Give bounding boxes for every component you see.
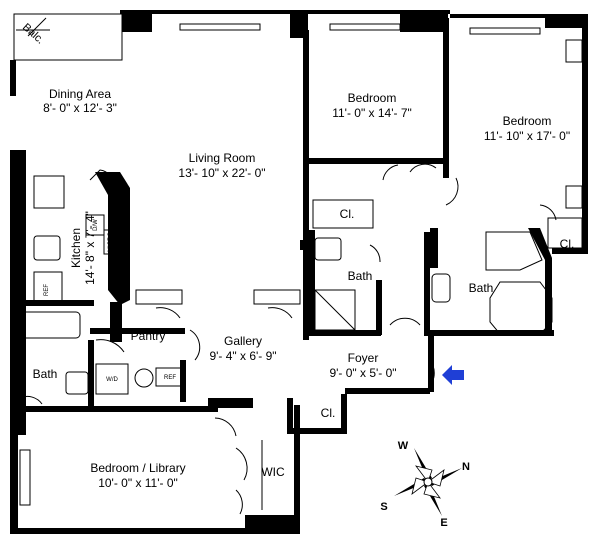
- kitchen-name: Kitchen: [69, 228, 83, 268]
- compass-w-label: W: [398, 440, 409, 452]
- dining-area-dim: 8'- 0" x 12'- 3": [43, 101, 117, 115]
- refrigerator-kitchen-label: REF: [44, 284, 50, 296]
- living-room-name: Living Room: [189, 151, 256, 165]
- dining-area-name: Dining Area: [49, 87, 111, 101]
- pantry-label: Pantry: [131, 329, 166, 343]
- bath-mid-label: Bath: [348, 269, 373, 283]
- bedroom-library-name: Bedroom / Library: [90, 461, 185, 475]
- gallery-name: Gallery: [224, 334, 262, 348]
- closet-bedroom-1-label: Cl.: [340, 207, 355, 221]
- room-labels: Balc. Dining Area 8'- 0" x 12'- 3" Livin…: [20, 21, 574, 490]
- closet-bedroom-2-label: Cl.: [560, 237, 575, 251]
- doors: [19, 17, 557, 515]
- microwave-label: MICRO: [108, 232, 114, 252]
- compass-e-label: E: [440, 517, 447, 529]
- foyer-dim: 9'- 0" x 5'- 0": [329, 366, 396, 380]
- foyer-name: Foyer: [348, 351, 379, 365]
- closet-foyer-label: Cl.: [321, 406, 336, 420]
- entry-arrow-icon: [442, 365, 464, 385]
- bedroom-library-dim: 10'- 0" x 11'- 0": [98, 476, 178, 490]
- interior-lines: [13, 13, 583, 510]
- dishwasher-label: D/W: [93, 219, 99, 231]
- gallery-dim: 9'- 4" x 6'- 9": [209, 349, 276, 363]
- balcony-label: Balc.: [20, 21, 46, 46]
- bedroom-1-dim: 11'- 0" x 14'- 7": [332, 106, 412, 120]
- washer-dryer-label: W/D: [106, 377, 118, 383]
- bath-right-label: Bath: [469, 281, 494, 295]
- bath-left-label: Bath: [33, 367, 58, 381]
- compass-s-label: S: [380, 501, 387, 513]
- bedroom-1-name: Bedroom: [348, 91, 397, 105]
- bedroom-2-name: Bedroom: [503, 114, 552, 128]
- bedroom-2-dim: 11'- 10" x 17'- 0": [484, 129, 570, 143]
- kitchen-dim: 14'- 8" x 7'- 4": [83, 211, 97, 285]
- living-room-dim: 13'- 10" x 22'- 0": [178, 166, 265, 180]
- appliance-labels: D/W MICRO REF W/D REF: [44, 219, 176, 383]
- compass-n-label: N: [462, 461, 470, 473]
- refrigerator-pantry-label: REF: [164, 375, 176, 381]
- wic-label: WIC: [261, 465, 285, 479]
- compass-rose-icon: W N S E: [380, 440, 470, 529]
